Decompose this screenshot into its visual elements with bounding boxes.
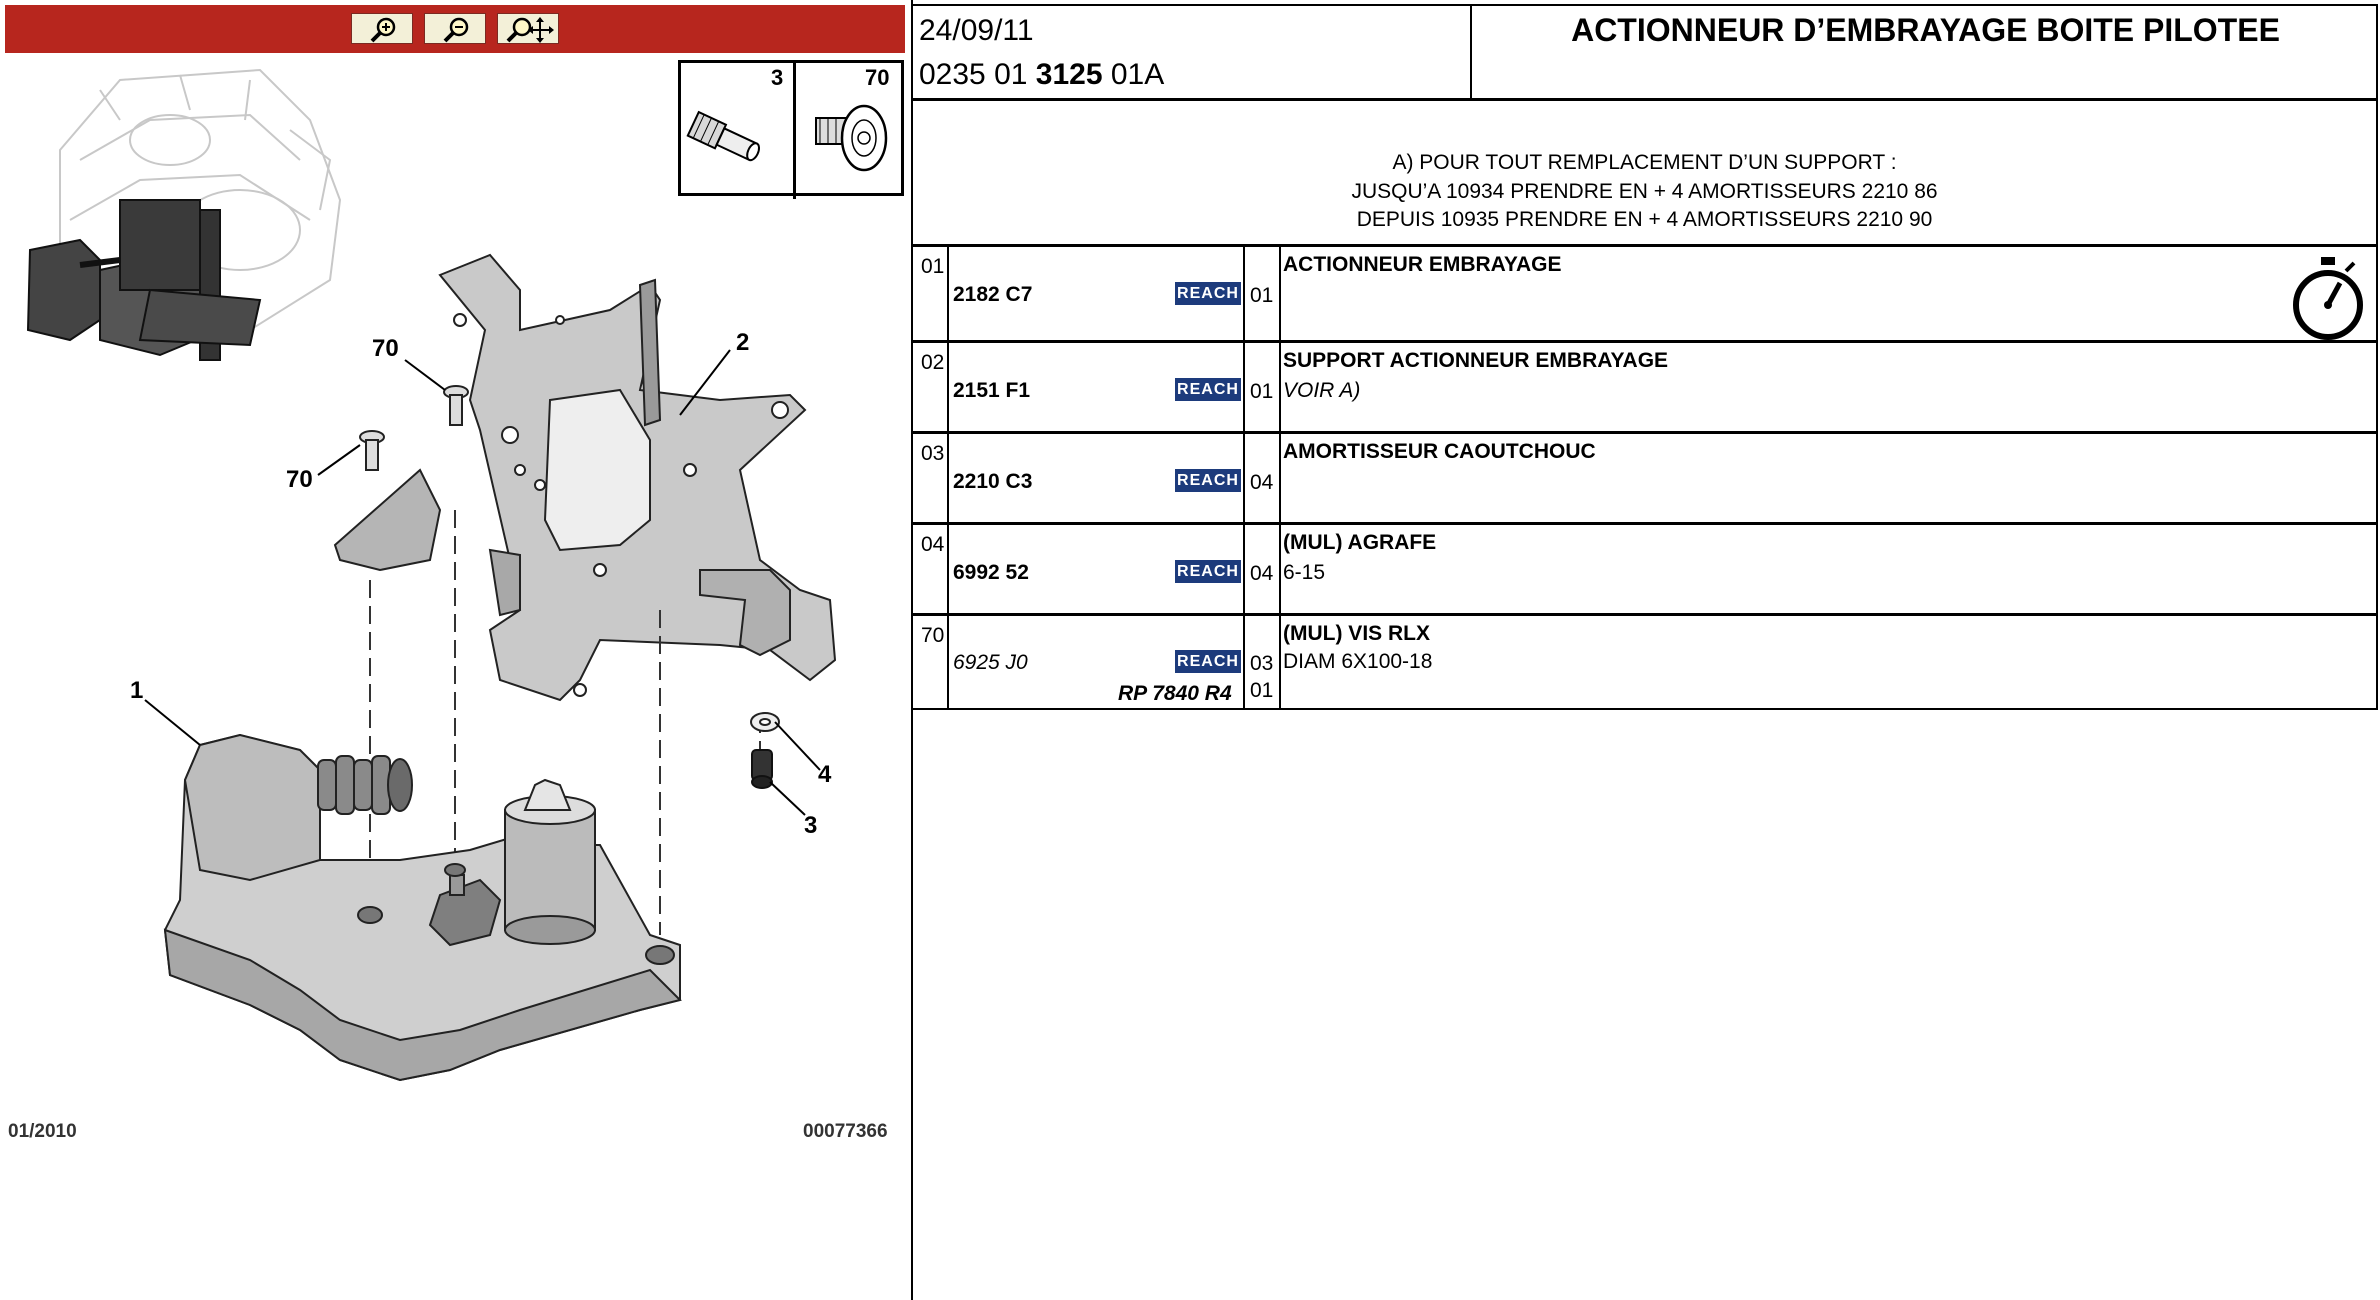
- table-row[interactable]: 02 2151 F1 REACH 01 SUPPORT ACTIONNEUR E…: [913, 340, 2378, 431]
- col-divider: [947, 247, 949, 340]
- col-divider: [1243, 525, 1245, 613]
- ref-suffix: 01A: [1102, 58, 1165, 91]
- part-note: 6-15: [1283, 561, 1326, 584]
- zoom-move-button[interactable]: [497, 13, 559, 44]
- parts-panel: 24/09/11 0235 01 3125 01A ACTIONNEUR D’E…: [913, 0, 2380, 1300]
- zoom-toolbar: [5, 5, 905, 53]
- row-index: 02: [921, 351, 945, 374]
- callout-1: 1: [130, 677, 143, 704]
- ref-prefix: 0235 01: [919, 58, 1036, 91]
- col-divider: [1243, 343, 1245, 431]
- diagram-date: 01/2010: [8, 1121, 77, 1142]
- reach-badge: REACH: [1175, 469, 1241, 492]
- row-index: 70: [921, 624, 945, 647]
- part-number[interactable]: 2151 F1: [953, 379, 1031, 402]
- col-divider: [1243, 247, 1245, 340]
- ref-bold: 3125: [1035, 58, 1103, 91]
- col-divider: [947, 343, 949, 431]
- support-bracket: [333, 253, 837, 702]
- part-note: VOIR A): [1283, 379, 1361, 402]
- panel-divider: [911, 0, 913, 1300]
- col-divider: [1279, 616, 1281, 708]
- col-divider: [1279, 434, 1281, 522]
- stopwatch-icon[interactable]: [2288, 255, 2368, 343]
- part-number[interactable]: 2182 C7: [953, 283, 1033, 306]
- thumb-label-3: 3: [771, 65, 784, 90]
- thumb-divider: [793, 63, 796, 199]
- damper-and-screw-thumbnails: [686, 104, 888, 172]
- part-description: (MUL) VIS RLX: [1283, 622, 1430, 645]
- col-divider: [1279, 525, 1281, 613]
- part-number[interactable]: 6925 J0: [953, 651, 1028, 674]
- col-divider: [947, 525, 949, 613]
- part-description: ACTIONNEUR EMBRAYAGE: [1283, 253, 1562, 276]
- diagram-reference: 00077366: [803, 1121, 888, 1142]
- zoom-in-icon: [370, 17, 396, 43]
- reach-badge: REACH: [1175, 560, 1241, 583]
- table-row[interactable]: 01 2182 C7 REACH 01 ACTIONNEUR EMBRAYAGE: [913, 244, 2378, 340]
- reach-badge: REACH: [1175, 282, 1241, 305]
- callout-2: 2: [736, 329, 749, 356]
- callout-70-a: 70: [372, 335, 399, 362]
- table-row[interactable]: 03 2210 C3 REACH 04 AMORTISSEUR CAOUTCHO…: [913, 431, 2378, 522]
- col-divider: [1279, 247, 1281, 340]
- sheet-reference: 0235 01 3125 01A: [919, 58, 1164, 92]
- zoom-out-icon: [443, 17, 469, 43]
- alternate-quantity: 01: [1250, 679, 1274, 702]
- part-number[interactable]: 2210 C3: [953, 470, 1033, 493]
- screw-70-b: [443, 385, 469, 426]
- zoom-in-button[interactable]: [351, 13, 413, 44]
- col-divider: [1243, 434, 1245, 522]
- quantity: 01: [1250, 284, 1274, 307]
- header-divider: [1470, 6, 1472, 98]
- col-divider: [1243, 616, 1245, 708]
- exploded-view-diagram: 1 2 3 4 70 70: [26, 68, 837, 1082]
- col-divider: [1279, 343, 1281, 431]
- table-row[interactable]: 04 6992 52 REACH 04 (MUL) AGRAFE 6-15: [913, 522, 2378, 613]
- part-number[interactable]: 6992 52: [953, 561, 1029, 584]
- zoom-out-button[interactable]: [424, 13, 486, 44]
- reach-badge: REACH: [1175, 650, 1241, 673]
- part-description: SUPPORT ACTIONNEUR EMBRAYAGE: [1283, 349, 1669, 372]
- replacement-notes: A) POUR TOUT REMPLACEMENT D’UN SUPPORT :…: [913, 98, 2378, 246]
- screw-70-a: [359, 430, 385, 471]
- table-row[interactable]: 70 6925 J0 REACH 03 RP 7840 R4 01 (MUL) …: [913, 613, 2378, 710]
- note-line: JUSQU’A 10934 PRENDRE EN + 4 AMORTISSEUR…: [1351, 180, 1938, 203]
- sheet-date: 24/09/11: [919, 14, 1034, 47]
- note-line: DEPUIS 10935 PRENDRE EN + 4 AMORTISSEURS…: [1356, 208, 1933, 231]
- note-line: A) POUR TOUT REMPLACEMENT D’UN SUPPORT :: [1392, 151, 1897, 174]
- quantity: 01: [1250, 380, 1274, 403]
- callout-3: 3: [804, 812, 817, 839]
- zoom-move-icon: [506, 17, 554, 43]
- gearbox-actuator-sketch: [26, 199, 262, 361]
- col-divider: [947, 616, 949, 708]
- sheet-header: 24/09/11 0235 01 3125 01A ACTIONNEUR D’E…: [913, 4, 2378, 98]
- part-description: AMORTISSEUR CAOUTCHOUC: [1283, 440, 1596, 463]
- quantity: 04: [1250, 471, 1274, 494]
- part-description: (MUL) AGRAFE: [1283, 531, 1437, 554]
- part-note: DIAM 6X100-18: [1283, 650, 1433, 673]
- callout-numbers: 1 2 3 4 70 70: [130, 329, 832, 839]
- callout-leaders: [144, 349, 821, 816]
- row-index: 01: [921, 255, 945, 278]
- quantity: 03: [1250, 652, 1274, 675]
- parts-thumbnails: 3 70: [678, 60, 904, 199]
- alternate-part-number[interactable]: RP 7840 R4: [1118, 682, 1232, 705]
- callout-4: 4: [818, 761, 832, 788]
- illustration-panel: 3 70: [0, 0, 910, 1300]
- rubber-damper: [751, 749, 773, 789]
- callout-70-b: 70: [286, 466, 313, 493]
- clutch-actuator: [163, 733, 682, 1082]
- row-index: 03: [921, 442, 945, 465]
- row-index: 04: [921, 533, 945, 556]
- col-divider: [947, 434, 949, 522]
- thumb-label-70: 70: [865, 65, 890, 90]
- quantity: 04: [1250, 562, 1274, 585]
- page-title: ACTIONNEUR D’EMBRAYAGE BOITE PILOTEE: [1571, 12, 2280, 48]
- reach-badge: REACH: [1175, 378, 1241, 401]
- clip-agrafe: [750, 712, 780, 732]
